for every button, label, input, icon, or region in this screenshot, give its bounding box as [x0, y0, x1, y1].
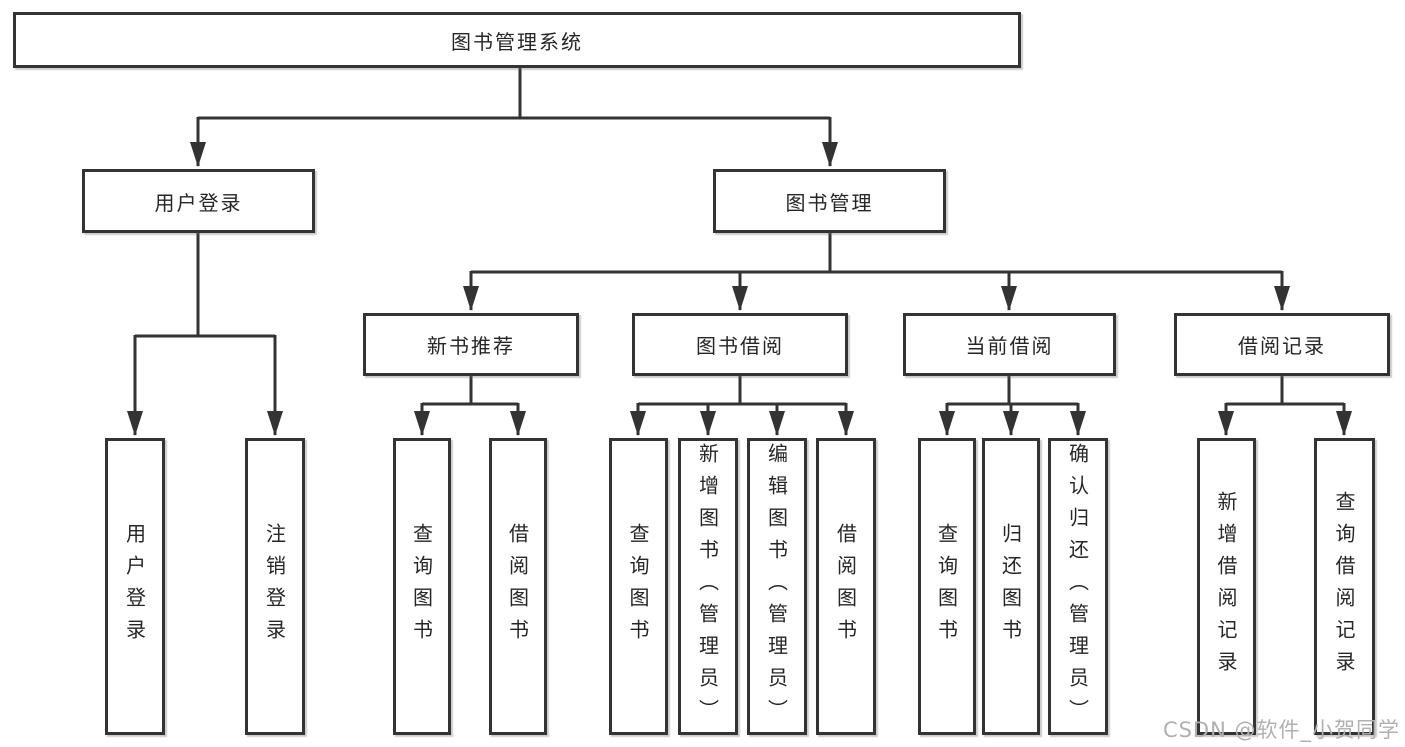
leaf-query-books: 查询图书 [393, 438, 451, 735]
leaf-return-books: 归还图书 [982, 438, 1040, 735]
node-new-book-recommend: 新书推荐 [363, 313, 579, 376]
connector-new-book-recommend-children [414, 376, 526, 436]
csdn-watermark: CSDN @软件_小贺同学 [1162, 718, 1400, 742]
leaf-borrow-books-2: 借阅图书 [816, 438, 876, 735]
connector-current-borrow-children [939, 376, 1086, 436]
leaf-query-books-3: 查询图书 [918, 438, 976, 735]
leaf-confirm-return-admin: 确认归还（管理员） [1048, 438, 1108, 735]
node-book-management: 图书管理 [713, 169, 946, 233]
leaf-borrow-books: 借阅图书 [489, 438, 547, 735]
connector-borrow-records-children [1218, 376, 1352, 436]
leaf-add-borrow-record: 新增借阅记录 [1197, 438, 1256, 735]
leaf-edit-book-admin: 编辑图书（管理员） [747, 438, 807, 735]
connector-root-to-level2 [190, 68, 838, 167]
node-current-borrow: 当前借阅 [903, 313, 1116, 376]
leaf-user-login: 用户登录 [105, 438, 165, 735]
connector-book-borrow-children [630, 376, 854, 436]
connector-book-management-children [463, 233, 1290, 311]
leaf-logout-login: 注销登录 [245, 438, 305, 735]
connector-user-login-children [127, 233, 283, 436]
leaf-add-book-admin: 新增图书（管理员） [678, 438, 738, 735]
node-borrow-records: 借阅记录 [1174, 313, 1390, 376]
leaf-query-borrow-record: 查询借阅记录 [1314, 438, 1375, 735]
node-book-borrow: 图书借阅 [632, 313, 848, 376]
node-user-login: 用户登录 [82, 169, 315, 233]
leaf-query-books-2: 查询图书 [609, 438, 668, 735]
node-library-system: 图书管理系统 [13, 12, 1021, 68]
